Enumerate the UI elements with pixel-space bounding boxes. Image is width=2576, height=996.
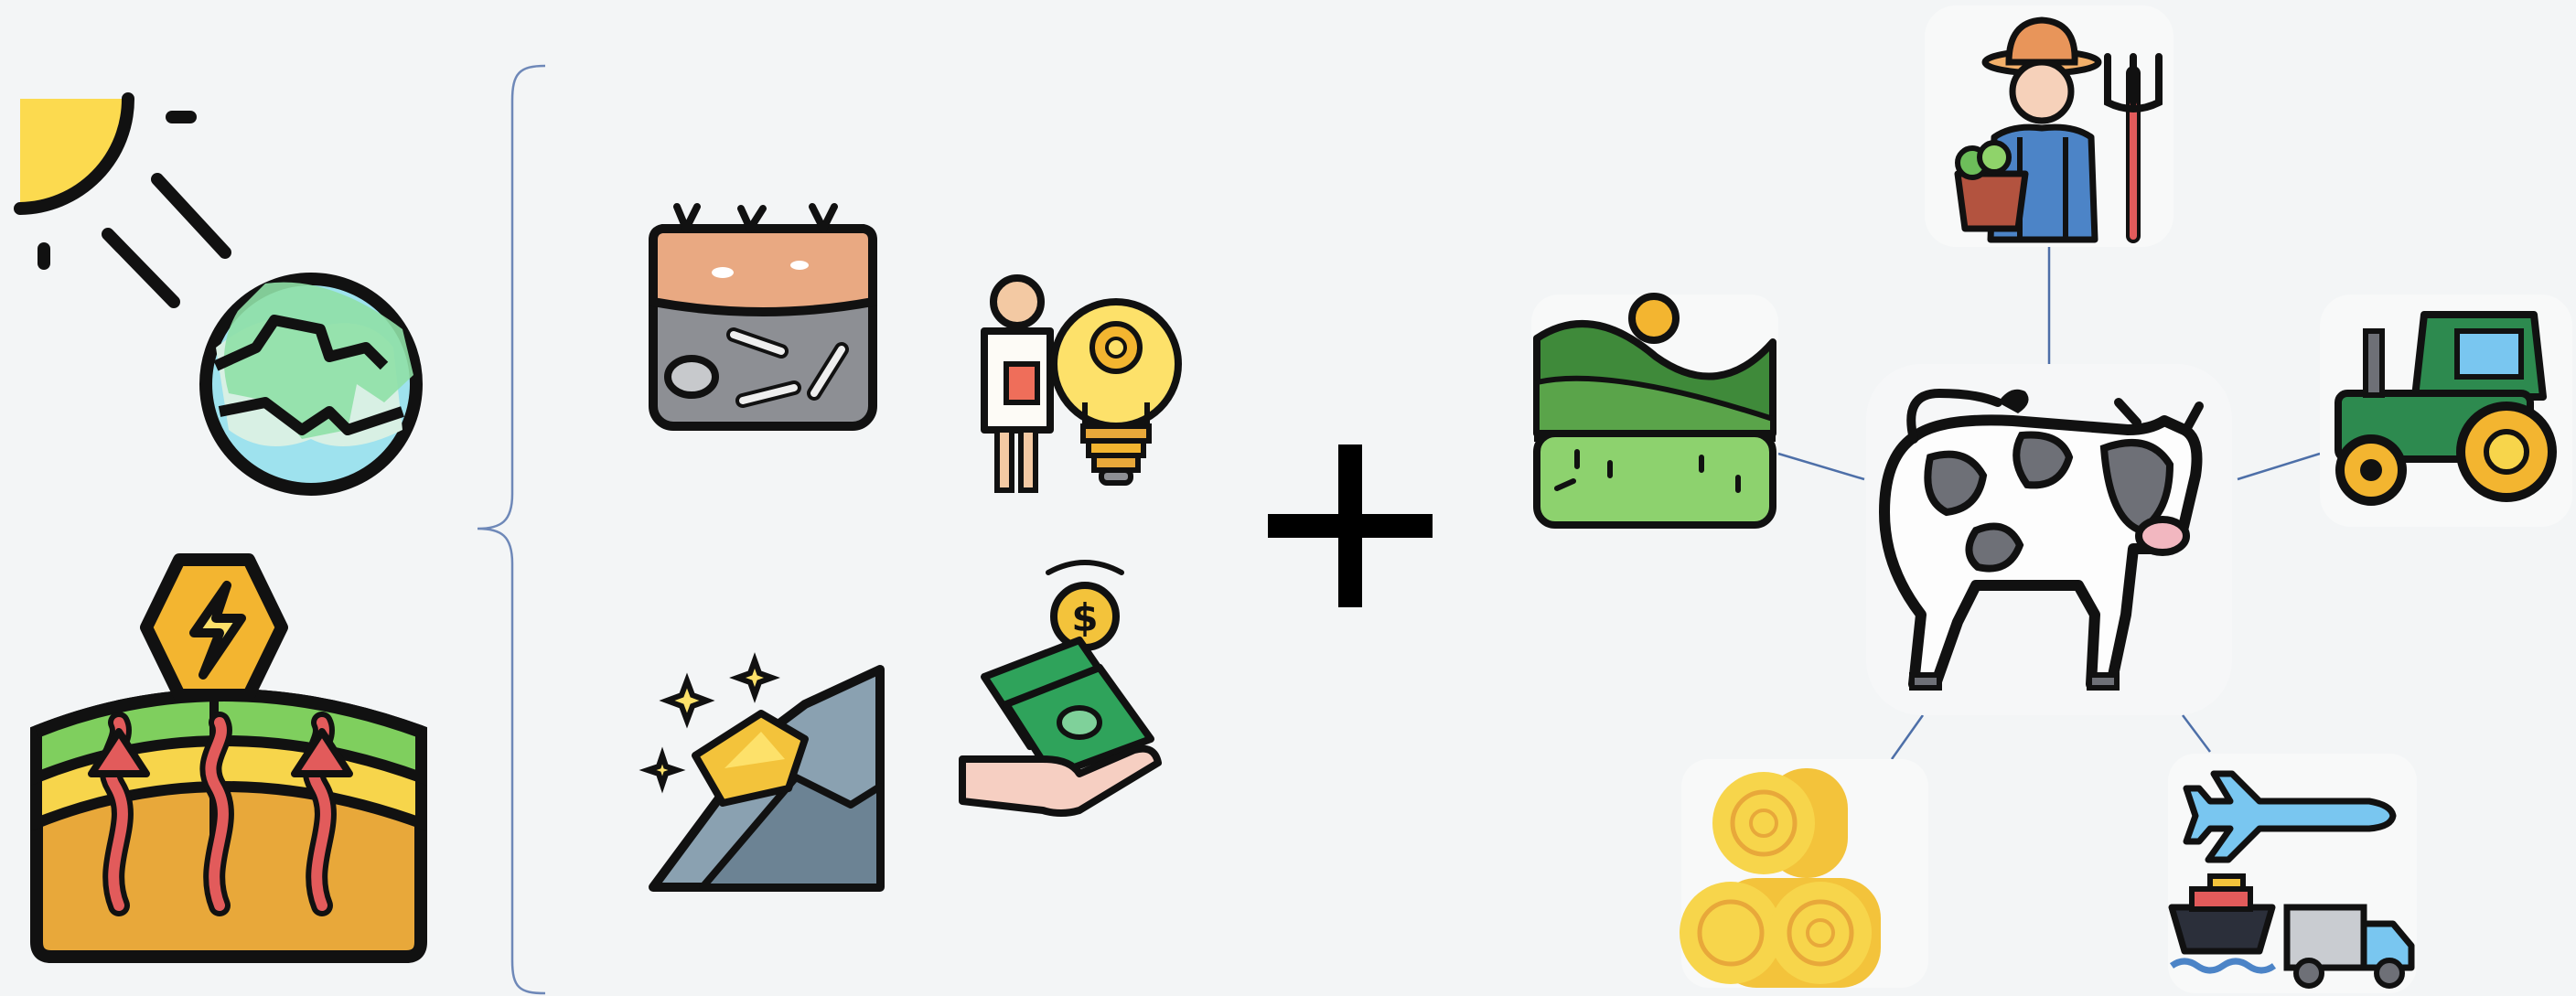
scientist-idea-bulb-icon — [984, 278, 1178, 490]
geothermal-energy-icon — [37, 560, 421, 957]
farmer-with-pitchfork-icon — [1925, 5, 2174, 247]
sun-rays-cracked-earth-icon — [20, 99, 416, 489]
transport-plane-ship-truck-icon — [2168, 754, 2417, 993]
tractor-icon — [2320, 295, 2572, 527]
gold-ore-mountain-icon — [648, 660, 880, 887]
svg-text:$: $ — [1071, 595, 1098, 640]
cow-icon — [1866, 364, 2232, 715]
money-in-hand-icon: $ — [962, 562, 1158, 813]
curly-brace-bracket — [478, 66, 545, 993]
plus-icon — [1268, 444, 1433, 607]
soil-fossils-icon — [653, 207, 873, 426]
hay-bales-icon — [1680, 759, 1928, 988]
green-pasture-landscape-icon — [1531, 295, 1778, 530]
